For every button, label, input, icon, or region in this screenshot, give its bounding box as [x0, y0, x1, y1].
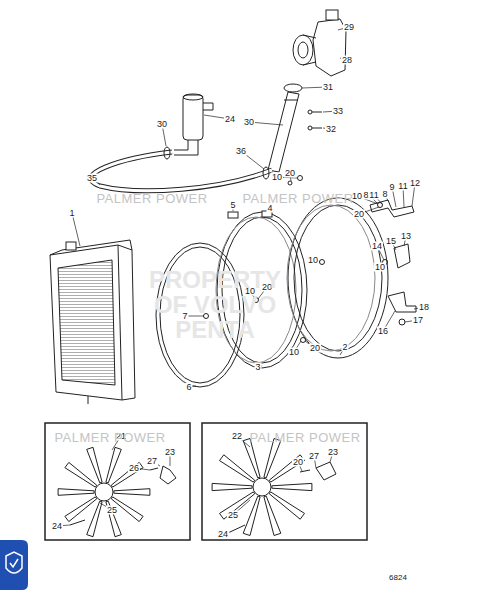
- callout-number: 13: [400, 232, 412, 241]
- fan-blade: [87, 501, 102, 537]
- callout-number: 29: [343, 23, 355, 32]
- fan-blade: [58, 489, 94, 496]
- fan-blade: [106, 501, 121, 537]
- callout-number: 10: [307, 256, 319, 265]
- callout-number: 24: [217, 530, 229, 539]
- callout-number: 10: [271, 173, 283, 182]
- fan-blade: [65, 462, 97, 487]
- fan-blade: [243, 496, 260, 535]
- callout-number: 14: [371, 242, 383, 251]
- callout-number: 15: [385, 237, 397, 246]
- callout-number: 12: [409, 179, 421, 188]
- callout-number: 10: [288, 348, 300, 357]
- callout-number: 30: [156, 120, 168, 129]
- callout-number: 20: [284, 169, 296, 178]
- watermark: PALMER POWER: [54, 431, 165, 444]
- callout-number: 3: [254, 363, 261, 372]
- callout-number: 6: [185, 383, 192, 392]
- callout-number: 5: [229, 201, 236, 210]
- callout-number: 8: [381, 190, 388, 199]
- callout-number: 26: [128, 464, 140, 473]
- callout-number: 23: [327, 448, 339, 457]
- fan-blade: [87, 447, 102, 483]
- callout-number: 31: [322, 83, 334, 92]
- callout-number: 30: [243, 118, 255, 127]
- callout-number: 20: [309, 344, 321, 353]
- fan-blade: [269, 455, 304, 482]
- callout-number: 24: [51, 522, 63, 531]
- watermark: PALMER POWER: [249, 431, 360, 444]
- callout-number: 27: [146, 457, 158, 466]
- callout-number: 25: [106, 506, 118, 515]
- callout-number: 17: [412, 316, 424, 325]
- fan-blade: [269, 492, 304, 519]
- fan-blade: [106, 447, 121, 483]
- watermark: PROPERTY OF VOLVO PENTA: [130, 267, 300, 343]
- fan-blade: [114, 489, 150, 496]
- callout-number: 27: [308, 452, 320, 461]
- fan-blade: [264, 439, 281, 478]
- callout-number: 35: [86, 174, 98, 183]
- fan-blade: [65, 497, 97, 522]
- callout-number: 18: [418, 303, 430, 312]
- fan-blade: [220, 455, 255, 482]
- callout-number: 25: [227, 511, 239, 520]
- callout-number: 36: [235, 147, 247, 156]
- callout-number: 16: [377, 327, 389, 336]
- callout-number: 23: [164, 448, 176, 457]
- fan-blade: [264, 496, 281, 535]
- callout-number: 22: [231, 432, 243, 441]
- drawing-code: 6824: [388, 574, 408, 582]
- fan-blade: [111, 462, 143, 487]
- callout-number: 20: [353, 210, 365, 219]
- fan-blade: [243, 439, 260, 478]
- callout-number: 28: [341, 56, 353, 65]
- callout-number: 24: [224, 115, 236, 124]
- callout-number: 11: [368, 191, 379, 200]
- callout-number: 2: [341, 343, 348, 352]
- callout-number: 10: [374, 263, 386, 272]
- callout-number: 9: [388, 183, 395, 192]
- callout-number: 11: [397, 182, 408, 191]
- callout-number: 32: [325, 125, 337, 134]
- fan-blade: [220, 492, 255, 519]
- callout-number: 20: [292, 458, 304, 467]
- fan-blade: [212, 483, 252, 490]
- callout-number: 33: [332, 107, 344, 116]
- callout-number: 4: [266, 204, 273, 213]
- callout-number: 1: [68, 209, 75, 218]
- fan-blade: [272, 483, 312, 490]
- watermark: PALMER POWER: [242, 192, 353, 205]
- watermark: PALMER POWER: [96, 192, 207, 205]
- leader-line: [72, 213, 80, 246]
